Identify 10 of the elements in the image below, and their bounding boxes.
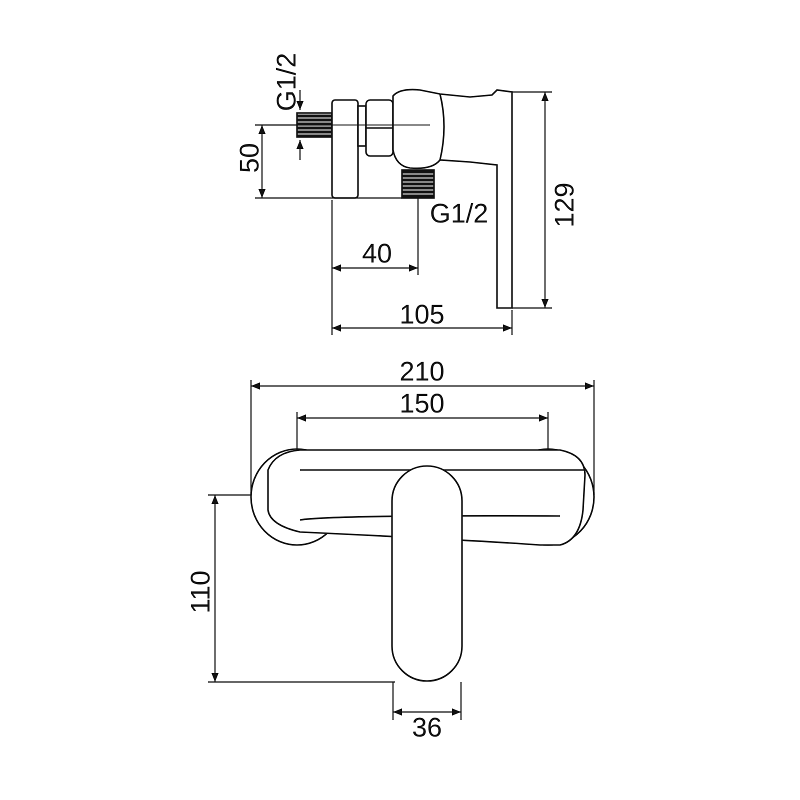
dimension-label: 110	[188, 570, 214, 614]
dimension-label: 40	[362, 240, 392, 268]
dimension-label: 150	[399, 390, 445, 418]
thread-size-label: G1/2	[430, 200, 488, 228]
dimension-label: 105	[399, 302, 445, 328]
dimension-label: 129	[552, 182, 578, 228]
dimension-label: 210	[399, 358, 445, 386]
thread-size-label: G1/2	[274, 52, 300, 112]
dimension-label: 50	[236, 142, 264, 174]
dimension-label: 36	[412, 714, 442, 742]
